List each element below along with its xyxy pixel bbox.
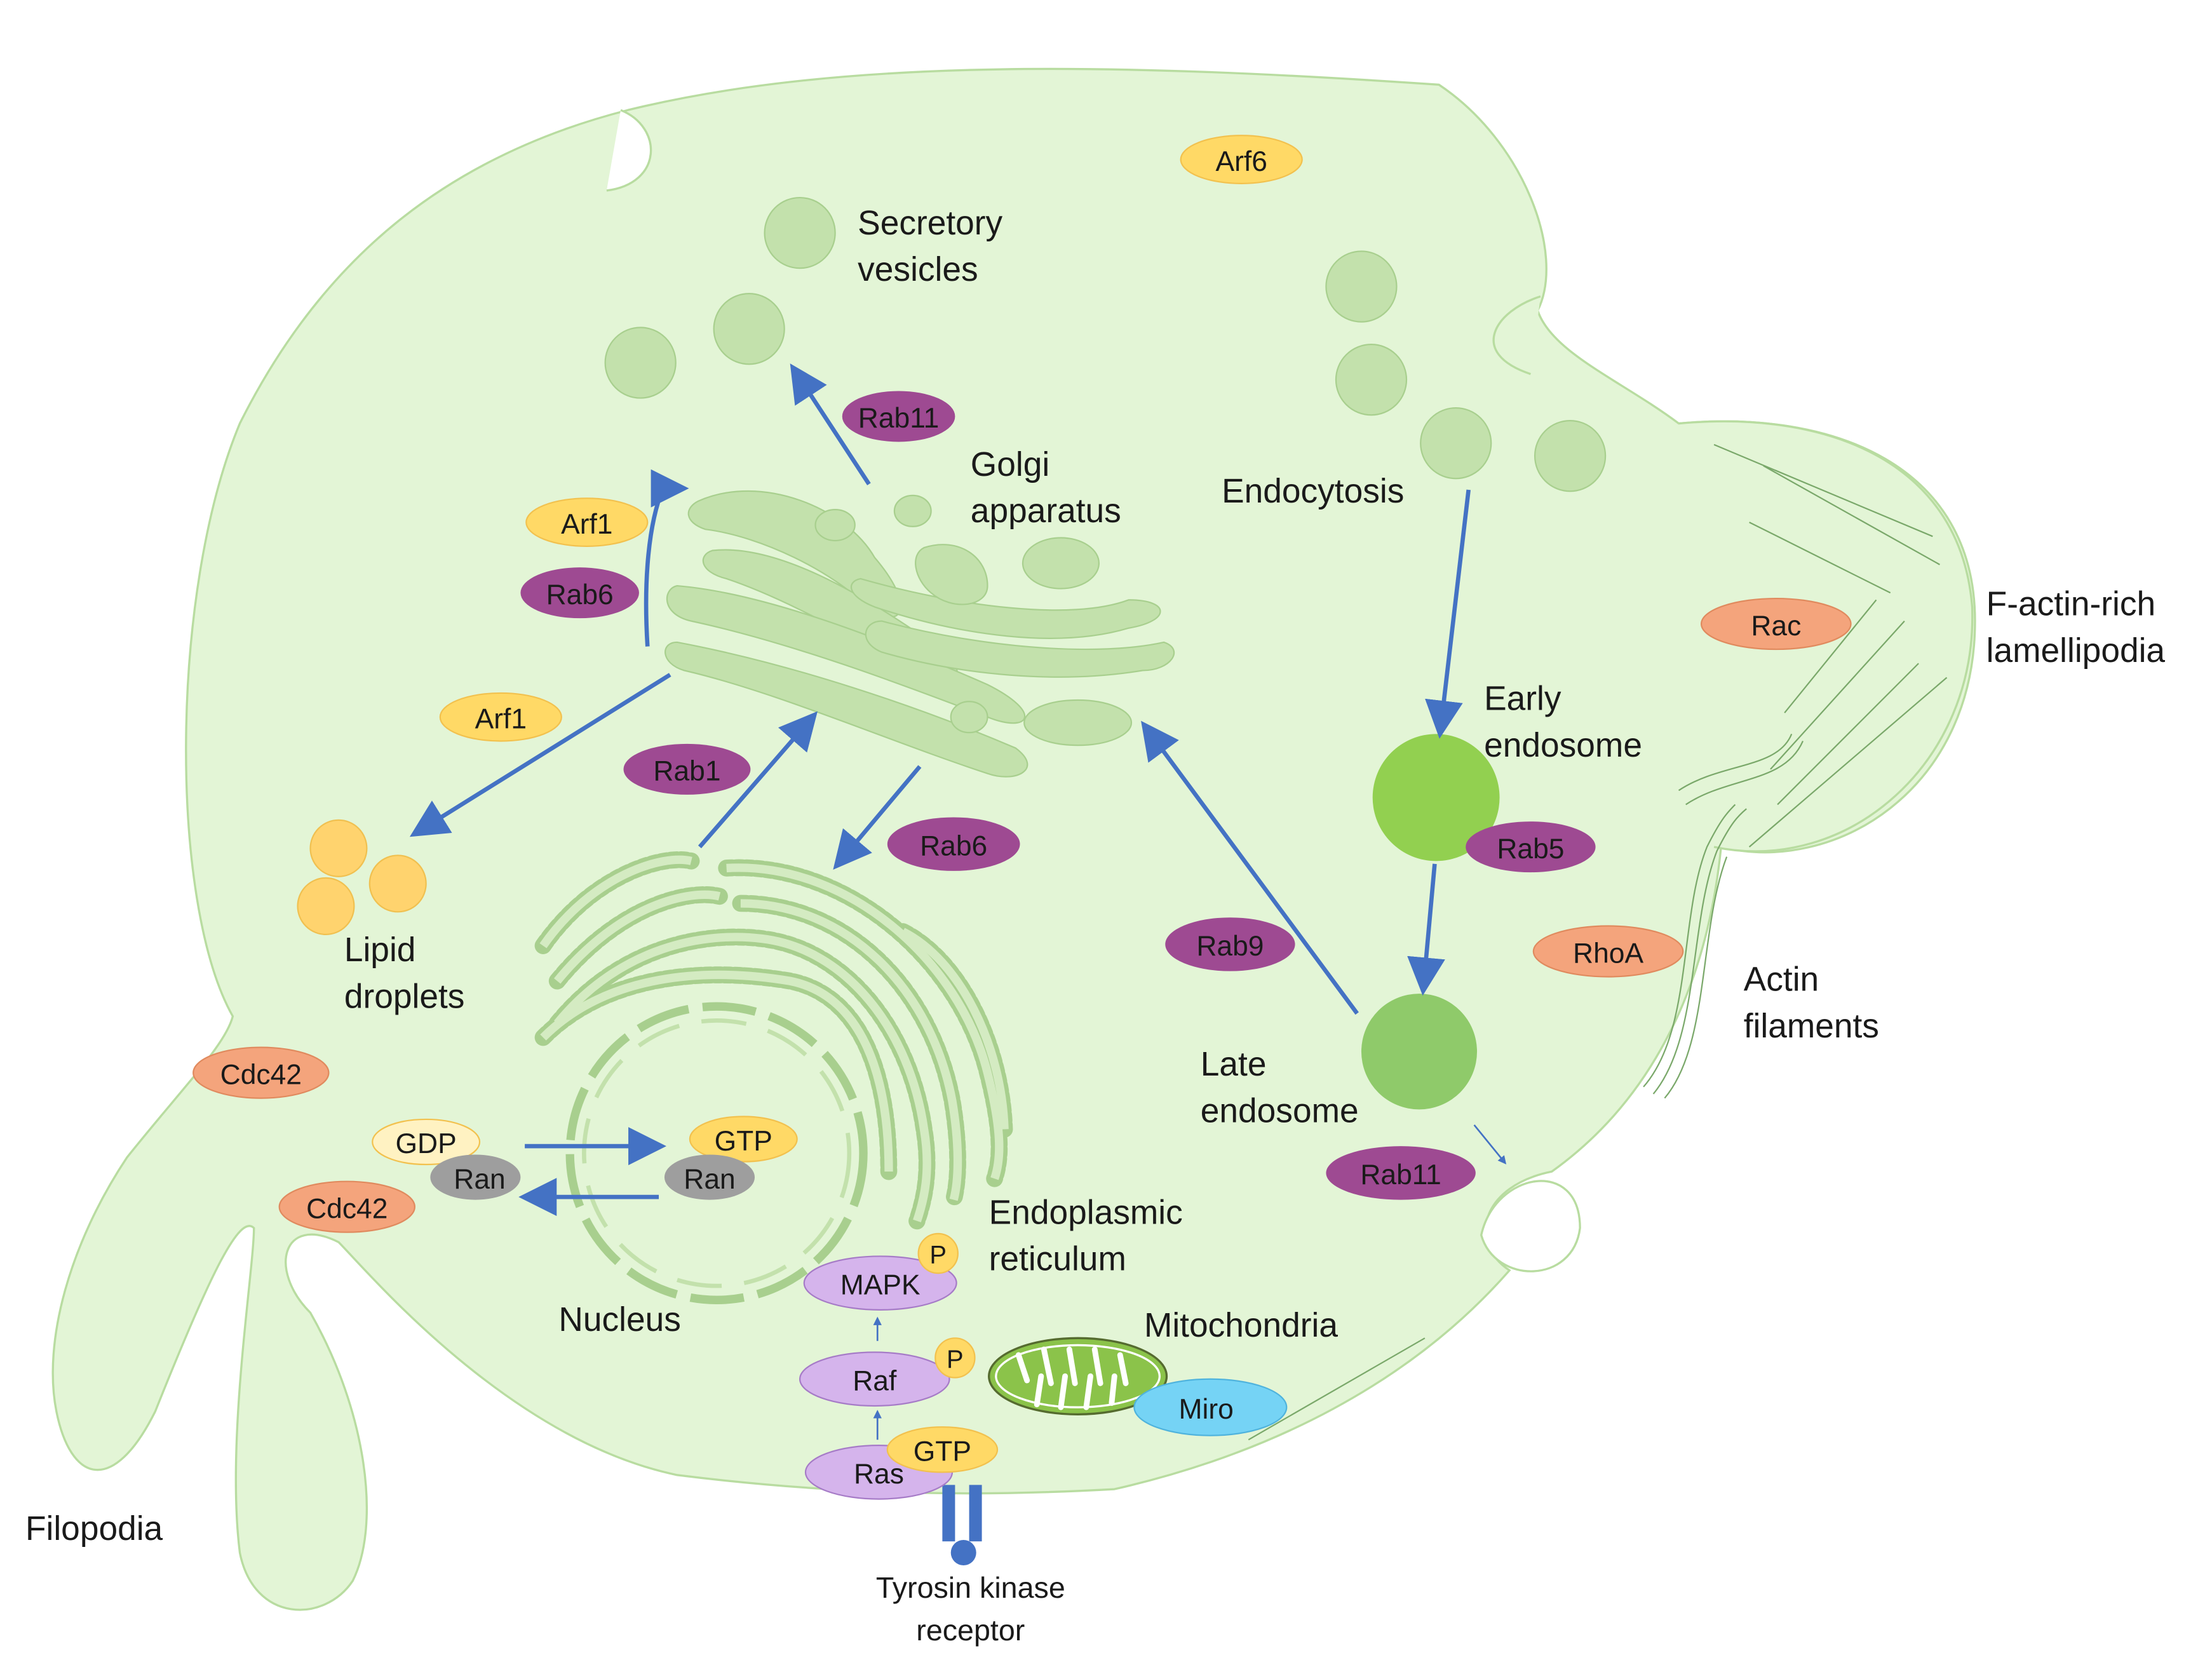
label-factin: F-actin-rich lamellipodia [1986, 586, 2166, 670]
protein-arf1-upper: Arf1 [525, 497, 649, 547]
protein-arf6: Arf6 [1180, 135, 1303, 184]
pathway-arrows [409, 363, 1471, 1217]
label-actin-filaments: Actin filaments [1744, 961, 1879, 1045]
label-filopodia: Filopodia [25, 1510, 163, 1548]
protein-rab6-lower: Rab6 [887, 817, 1020, 871]
label-secretory-vesicles: Secretory vesicles [858, 205, 1002, 288]
svg-text:reticulum: reticulum [989, 1241, 1126, 1278]
lipid-droplets [297, 819, 427, 935]
label-mitochondria: Mitochondria [1144, 1307, 1338, 1344]
svg-text:P: P [947, 1346, 964, 1373]
svg-text:F-actin-rich: F-actin-rich [1986, 586, 2155, 623]
svg-text:endosome: endosome [1484, 727, 1642, 764]
protein-cdc42-upper: Cdc42 [192, 1046, 330, 1099]
svg-text:Raf: Raf [853, 1366, 897, 1397]
svg-text:Rab11: Rab11 [858, 403, 940, 434]
protein-rab5: Rab5 [1466, 821, 1596, 873]
ran-gdp: GDP Ran [372, 1118, 521, 1200]
label-receptor: Tyrosin kinase receptor [876, 1571, 1065, 1647]
label-golgi: Golgi apparatus [971, 446, 1121, 530]
svg-text:Miro: Miro [1179, 1394, 1234, 1425]
secretory-vesicles [604, 196, 1607, 492]
svg-text:GTP: GTP [715, 1126, 772, 1157]
svg-text:apparatus: apparatus [971, 492, 1121, 530]
svg-text:Rab1: Rab1 [653, 756, 720, 787]
svg-text:Rab9: Rab9 [1196, 931, 1264, 962]
svg-text:Actin: Actin [1744, 961, 1819, 999]
mapk-cascade: MAPK P Raf P Ras GTP [799, 1232, 999, 1500]
svg-text:Rab5: Rab5 [1497, 834, 1564, 865]
protein-arf1-lower: Arf1 [439, 692, 562, 742]
svg-text:Lipid: Lipid [344, 931, 416, 969]
label-er: Endoplasmic reticulum [989, 1194, 1183, 1278]
svg-text:Ran: Ran [454, 1164, 505, 1195]
svg-text:Early: Early [1484, 680, 1561, 718]
protein-rab11-golgi: Rab11 [842, 391, 955, 442]
protein-cdc42-lower: Cdc42 [278, 1180, 415, 1233]
svg-text:Late: Late [1201, 1046, 1267, 1083]
svg-text:vesicles: vesicles [858, 251, 978, 288]
svg-text:P: P [929, 1241, 947, 1269]
svg-text:lamellipodia: lamellipodia [1986, 632, 2166, 670]
svg-text:Rab6: Rab6 [920, 830, 987, 861]
tyrosine-kinase-receptor [942, 1485, 982, 1566]
svg-text:endosome: endosome [1201, 1092, 1359, 1130]
label-nucleus: Nucleus [558, 1301, 681, 1339]
svg-text:Ran: Ran [684, 1164, 735, 1195]
nucleus [565, 1002, 868, 1304]
protein-rab9: Rab9 [1165, 917, 1295, 971]
protein-miro: Miro [1133, 1378, 1288, 1436]
svg-text:GTP: GTP [914, 1436, 971, 1468]
svg-text:Golgi: Golgi [971, 446, 1049, 483]
label-early-endosome: Early endosome [1484, 680, 1642, 764]
svg-text:Rab6: Rab6 [546, 579, 614, 611]
ran-gtp: GTP Ran [664, 1116, 798, 1200]
protein-rac: Rac [1701, 597, 1852, 651]
svg-text:filaments: filaments [1744, 1008, 1879, 1045]
protein-rab11-late: Rab11 [1326, 1146, 1476, 1200]
svg-text:receptor: receptor [916, 1614, 1025, 1647]
svg-text:Cdc42: Cdc42 [306, 1193, 388, 1224]
svg-text:Rac: Rac [1751, 611, 1801, 642]
protein-rab1: Rab1 [623, 743, 751, 795]
late-endosome [1361, 994, 1478, 1110]
label-late-endosome: Late endosome [1201, 1046, 1359, 1130]
svg-text:Cdc42: Cdc42 [220, 1059, 302, 1090]
early-endosome [1372, 734, 1500, 861]
svg-text:Arf6: Arf6 [1215, 146, 1267, 177]
svg-text:Ras: Ras [854, 1459, 904, 1490]
svg-text:Arf1: Arf1 [561, 509, 612, 540]
svg-text:RhoA: RhoA [1573, 938, 1643, 969]
protein-rhoa: RhoA [1532, 925, 1684, 978]
mitochondrion [988, 1337, 1168, 1415]
label-endocytosis: Endocytosis [1222, 473, 1404, 510]
actin-lines [1248, 443, 1948, 1441]
svg-text:Tyrosin kinase: Tyrosin kinase [876, 1571, 1065, 1604]
svg-text:Rab11: Rab11 [1360, 1159, 1441, 1191]
svg-text:MAPK: MAPK [840, 1269, 921, 1300]
protein-rab6-upper: Rab6 [520, 567, 639, 619]
svg-text:GDP: GDP [396, 1128, 457, 1159]
svg-text:Endoplasmic: Endoplasmic [989, 1194, 1183, 1231]
label-lipid-droplets: Lipid droplets [344, 931, 465, 1015]
svg-text:droplets: droplets [344, 978, 465, 1015]
golgi-apparatus [664, 490, 1175, 778]
svg-text:Arf1: Arf1 [475, 703, 527, 734]
svg-text:Secretory: Secretory [858, 205, 1002, 242]
